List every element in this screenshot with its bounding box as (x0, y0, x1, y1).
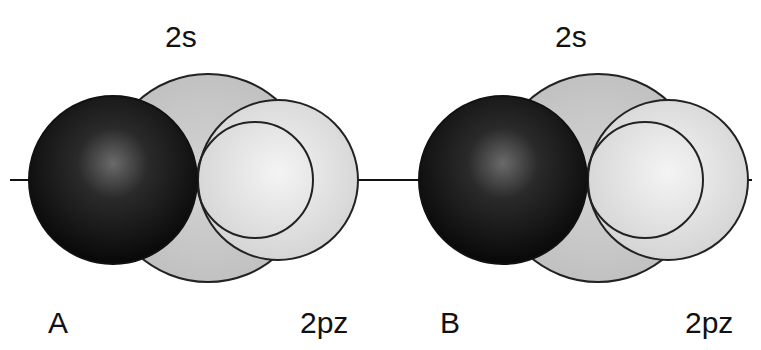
atom-b-orbitals (419, 74, 748, 282)
orbital-label: 2pz (685, 308, 733, 338)
atom-a-orbitals (29, 74, 358, 282)
atom-label: B (440, 308, 460, 338)
orbital-label: 2s (555, 22, 587, 52)
orbital-label: 2pz (300, 308, 348, 338)
orbital-label: 2s (165, 22, 197, 52)
atom-label: A (48, 308, 68, 338)
